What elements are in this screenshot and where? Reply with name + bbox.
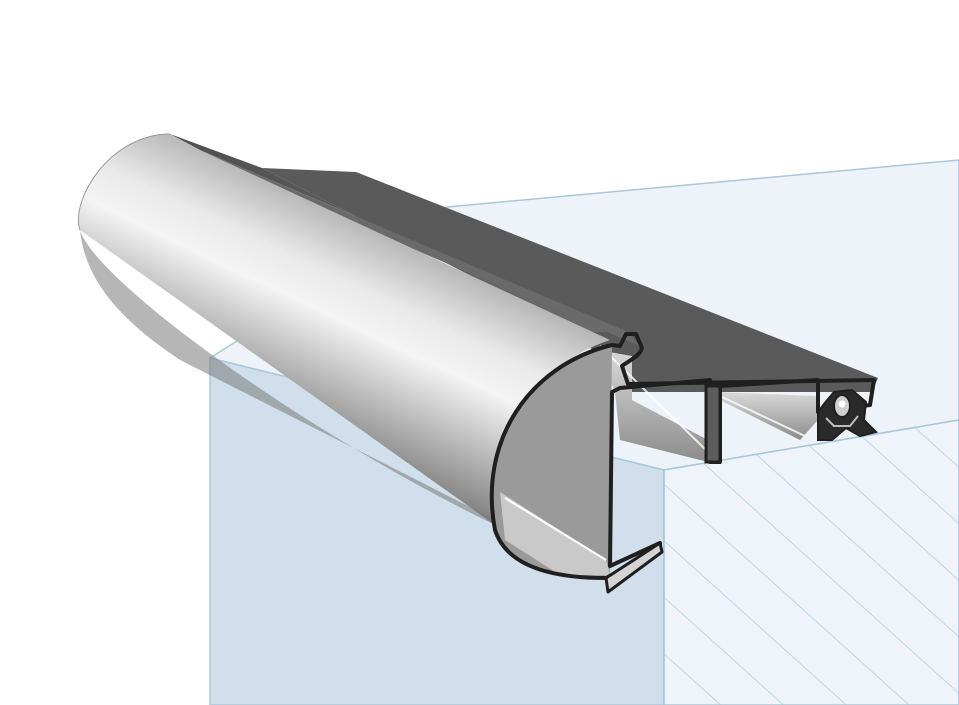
profile-section-outline bbox=[489, 332, 876, 580]
profile-back-flange bbox=[262, 168, 878, 392]
aluminium-edge-profile bbox=[78, 133, 878, 594]
rubber-seal bbox=[817, 388, 878, 441]
profile-top-face bbox=[170, 134, 628, 332]
profile-inner-channel-right bbox=[715, 392, 818, 440]
profile-cylinder-body bbox=[78, 134, 610, 525]
profile-lower-lip bbox=[604, 541, 664, 594]
section-hatching bbox=[664, 420, 959, 705]
